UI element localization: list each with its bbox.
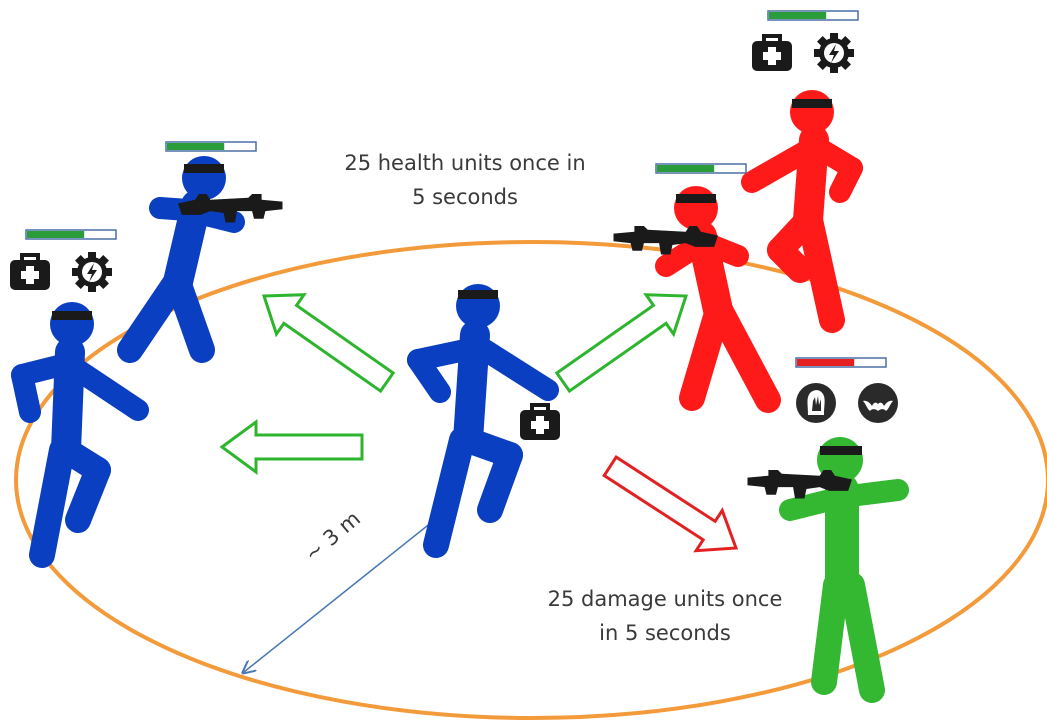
red-rifleman-player bbox=[666, 186, 768, 400]
heal-effect-label: 25 health units once in 5 seconds bbox=[300, 146, 630, 214]
heal-label-line1: 25 health units once in bbox=[300, 146, 630, 180]
energy-gear-icon bbox=[814, 33, 854, 73]
health-bar-red-rifleman bbox=[656, 164, 746, 173]
health-bar-green-rifleman bbox=[796, 358, 886, 367]
damage-label-line2: in 5 seconds bbox=[505, 616, 825, 650]
blue-runner-player bbox=[22, 302, 138, 555]
health-bar-blue-runner bbox=[26, 230, 116, 239]
heal-label-line2: 5 seconds bbox=[300, 180, 630, 214]
health-bar-red-runner bbox=[768, 11, 858, 20]
damage-arrow-lower-right bbox=[597, 446, 749, 568]
energy-gear-icon bbox=[72, 252, 112, 292]
heal-arrow-upper-right bbox=[549, 276, 699, 401]
medkit-icon bbox=[752, 36, 792, 71]
heal-arrow-upper-left bbox=[250, 276, 400, 401]
bat-icon bbox=[858, 383, 898, 423]
damage-label-line1: 25 damage units once bbox=[505, 582, 825, 616]
blue-rifleman-player bbox=[130, 156, 234, 350]
damage-effect-label: 25 damage units once in 5 seconds bbox=[505, 582, 825, 650]
zombie-hand-icon bbox=[796, 383, 836, 423]
green-rifleman-player bbox=[790, 437, 898, 690]
medkit-icon bbox=[520, 405, 560, 440]
medkit-icon bbox=[10, 255, 50, 290]
health-bar-blue-rifleman bbox=[166, 142, 256, 151]
heal-arrow-left bbox=[222, 422, 362, 472]
red-runner-player bbox=[752, 90, 852, 320]
